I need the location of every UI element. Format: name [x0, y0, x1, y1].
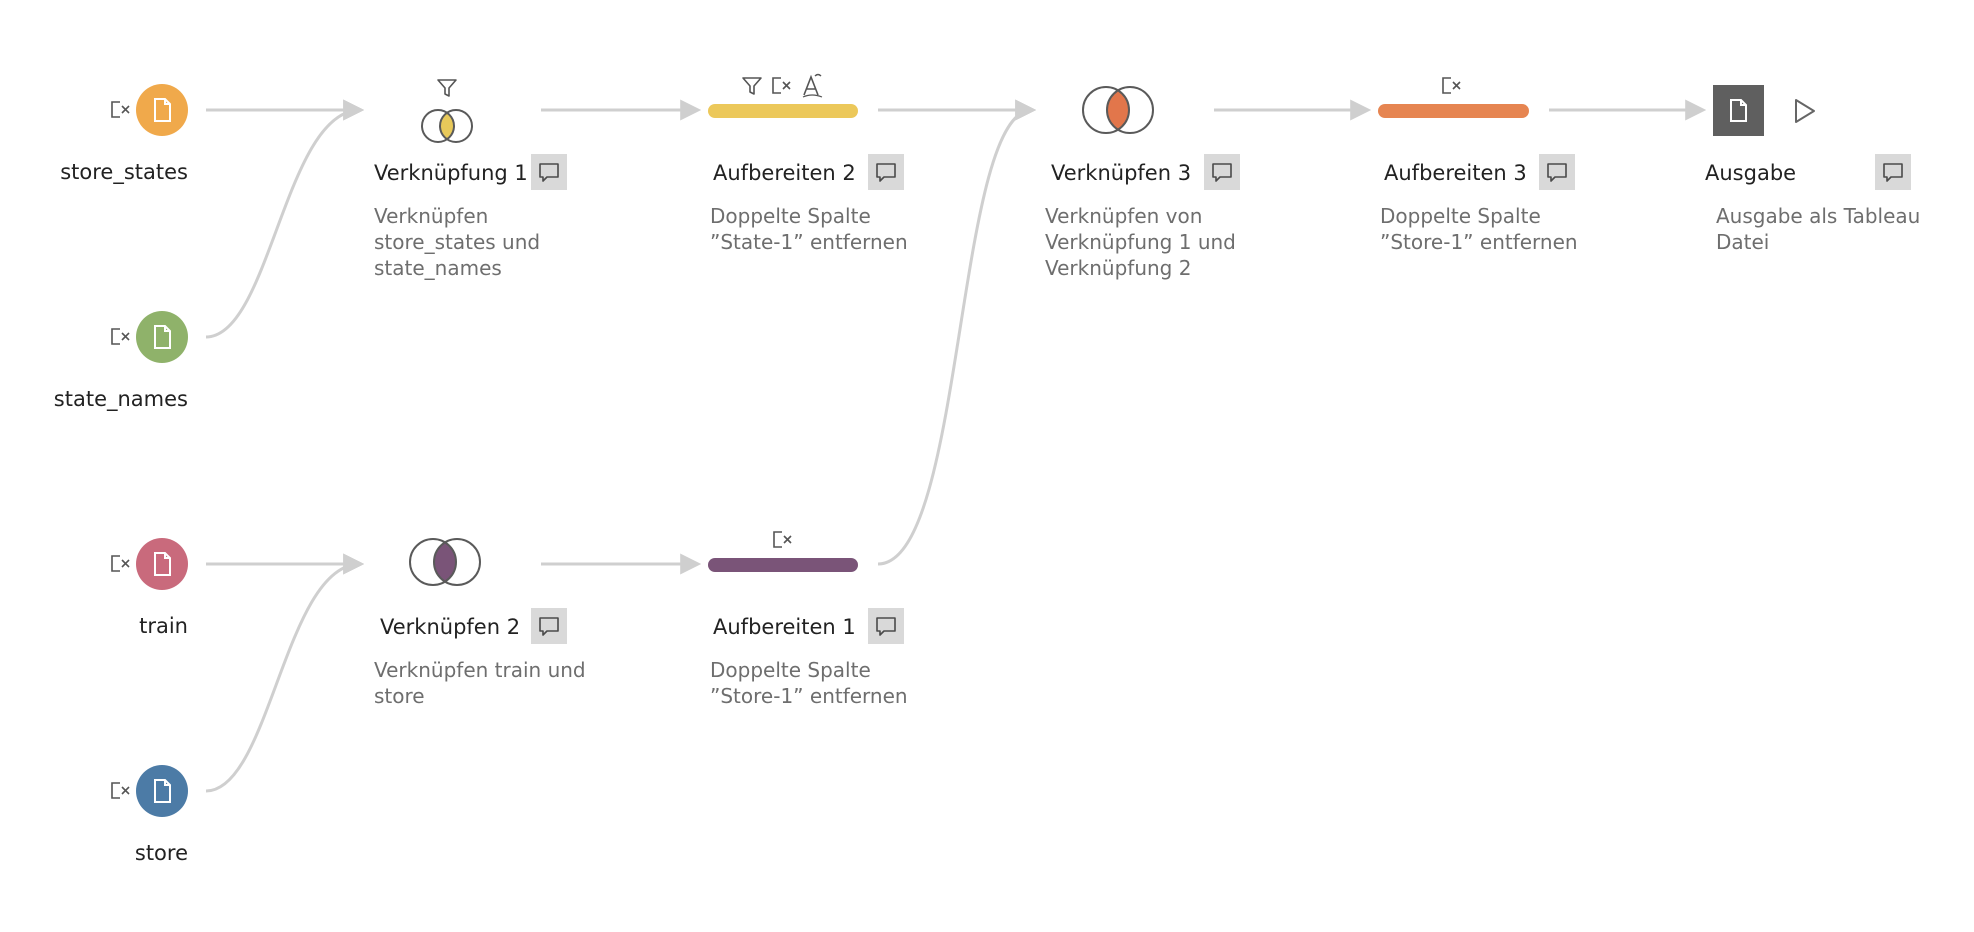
play-icon[interactable]: [1792, 97, 1818, 125]
description-line: store_states und: [374, 230, 541, 254]
clean-node-aufbereiten-3[interactable]: [1378, 104, 1529, 118]
comment-button[interactable]: [531, 154, 567, 190]
join-label-2: Verknüpfen 2: [380, 615, 521, 639]
input-label-train: train: [139, 614, 188, 638]
comment-button[interactable]: [1875, 154, 1911, 190]
clean-description-2: Doppelte Spalte ”State-1” entfernen: [710, 203, 1010, 255]
input-node-train[interactable]: [136, 538, 188, 590]
description-line: store: [374, 684, 425, 708]
comment-icon: [1212, 163, 1232, 182]
description-line: ”Store-1” entfernen: [1380, 230, 1578, 254]
rename-field-icon: [802, 73, 823, 98]
remove-field-icon: [1442, 77, 1461, 94]
description-line: Doppelte Spalte: [710, 204, 871, 228]
filter-icon: [742, 77, 762, 95]
join-node-verknuepfen-2[interactable]: [403, 535, 487, 589]
clean-description-3: Doppelte Spalte ”Store-1” entfernen: [1380, 203, 1680, 255]
output-description: Ausgabe als Tableau Datei: [1716, 203, 1966, 255]
input-label-state_names: state_names: [53, 387, 188, 411]
comment-button[interactable]: [531, 608, 567, 644]
comment-button[interactable]: [868, 608, 904, 644]
comment-icon: [876, 163, 896, 182]
clean-node-aufbereiten-1[interactable]: [708, 558, 858, 572]
comment-icon: [539, 617, 559, 636]
file-icon: [154, 325, 171, 349]
join-overlap: [434, 542, 456, 582]
comment-icon: [1883, 163, 1903, 182]
description-line: Datei: [1716, 230, 1770, 254]
comment-icon: [539, 163, 559, 182]
join-description-3: Verknüpfen von Verknüpfung 1 und Verknüp…: [1045, 203, 1345, 281]
join-node-verknuepfung-1[interactable]: [418, 106, 476, 146]
clean-node-aufbereiten-2[interactable]: [708, 104, 858, 118]
join-description-1: Verknüpfen store_states und state_names: [374, 203, 674, 281]
description-line: Doppelte Spalte: [710, 658, 871, 682]
clean-label-3: Aufbereiten 3: [1384, 161, 1527, 185]
clean-label-1: Aufbereiten 1: [713, 615, 856, 639]
input-label-store_states: store_states: [60, 160, 188, 184]
description-line: Verknüpfung 1 und: [1045, 230, 1236, 254]
comment-icon: [876, 617, 896, 636]
remove-field-icon: [772, 77, 791, 94]
join-overlap: [440, 112, 454, 140]
output-label: Ausgabe: [1705, 161, 1797, 185]
description-line: Ausgabe als Tableau: [1716, 204, 1921, 228]
description-line: Verknüpfen von: [1045, 204, 1203, 228]
input-node-store[interactable]: [136, 765, 188, 817]
comment-button[interactable]: [1204, 154, 1240, 190]
description-line: ”State-1” entfernen: [710, 230, 908, 254]
output-node-ausgabe[interactable]: [1713, 85, 1764, 136]
link-state_names-join1: [205, 99, 365, 339]
link-clean1-join3: [877, 99, 1037, 566]
description-line: Verknüpfen: [374, 204, 489, 228]
input-node-store_states[interactable]: [136, 84, 188, 136]
description-line: ”Store-1” entfernen: [710, 684, 908, 708]
clean-description-1: Doppelte Spalte ”Store-1” entfernen: [710, 657, 1010, 709]
remove-field-icon: [773, 531, 792, 548]
description-line: Doppelte Spalte: [1380, 204, 1541, 228]
description-line: Verknüpfung 2: [1045, 256, 1192, 280]
comment-button[interactable]: [1539, 154, 1575, 190]
filter-icon: [437, 79, 457, 97]
comment-icon: [1547, 163, 1567, 182]
remove-field-icon: [111, 555, 130, 572]
description-line: Verknüpfen train und: [374, 658, 586, 682]
file-icon: [154, 552, 171, 576]
join-label-3: Verknüpfen 3: [1051, 161, 1192, 185]
input-label-store: store: [134, 841, 188, 865]
join-overlap: [1107, 90, 1129, 130]
file-icon: [154, 779, 171, 803]
file-icon: [154, 98, 171, 122]
join-label-1: Verknüpfung 1: [374, 161, 528, 185]
join-node-verknuepfen-3[interactable]: [1077, 83, 1159, 137]
link-store-join2: [205, 553, 365, 793]
comment-button[interactable]: [868, 154, 904, 190]
remove-field-icon: [111, 328, 130, 345]
join-description-2: Verknüpfen train und store: [374, 657, 674, 709]
description-line: state_names: [374, 256, 502, 280]
remove-field-icon: [111, 101, 130, 118]
input-node-state_names[interactable]: [136, 311, 188, 363]
remove-field-icon: [111, 782, 130, 799]
clean-label-2: Aufbereiten 2: [713, 161, 856, 185]
file-icon: [1730, 99, 1747, 122]
